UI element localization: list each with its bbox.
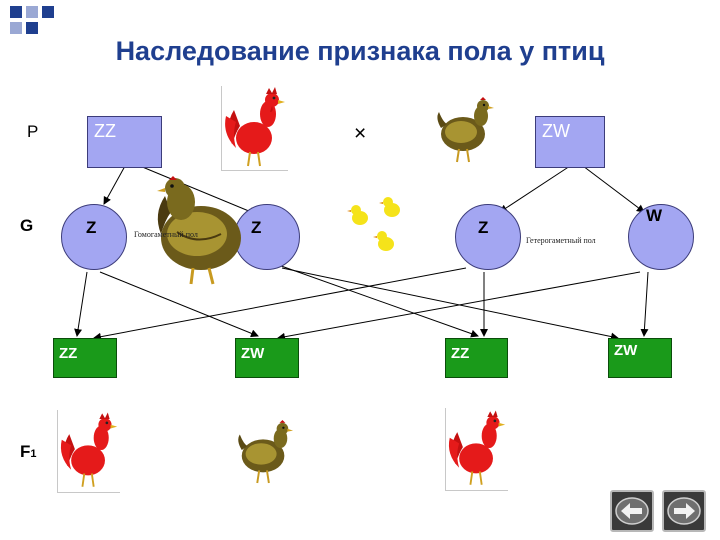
offspring-genotype: ZW (235, 338, 299, 378)
generation-g-label: G (20, 216, 34, 235)
forward-arrow-icon (667, 497, 701, 525)
corner-square (10, 6, 22, 18)
homogametic-note: Гомогаметный пол (134, 230, 198, 239)
heterogametic-note: Гетерогаметный пол (526, 236, 596, 245)
f1-rooster-image (445, 408, 508, 491)
generation-f1-sub: 1 (30, 448, 37, 460)
gamete-label: Z (86, 218, 97, 237)
hen-image (433, 94, 497, 164)
gamete-circle (455, 204, 521, 270)
page-title: Наследование признака пола у птиц (115, 36, 605, 66)
corner-square (26, 6, 38, 18)
rooster-image (221, 86, 288, 171)
large-hen-image (147, 176, 261, 286)
offspring-genotype: ZW (608, 338, 672, 378)
chicks-image (346, 196, 410, 258)
gamete-label: W (646, 206, 663, 225)
rooster-icon (60, 412, 118, 487)
gamete-label: Z (478, 218, 489, 237)
offspring-genotype: ZZ (445, 338, 508, 378)
rooster-icon (225, 87, 285, 167)
back-arrow-icon (615, 497, 649, 525)
corner-square (42, 6, 54, 18)
parent-male-genotype: ZZ (87, 116, 162, 168)
hen-icon (437, 97, 494, 163)
gamete-circle (628, 204, 694, 270)
gamete-circle (234, 204, 300, 270)
rooster-icon (448, 410, 506, 485)
parent-female-genotype: ZW (535, 116, 605, 168)
forward-button[interactable] (662, 490, 706, 532)
gamete-circle (61, 204, 127, 270)
cross-symbol: × (354, 122, 367, 145)
gamete-label: Z (251, 218, 262, 237)
hen-icon (238, 420, 294, 484)
corner-square (10, 22, 22, 34)
f1-rooster-image (57, 410, 120, 493)
offspring-genotype: ZZ (53, 338, 117, 378)
generation-f1-label: F1 (20, 442, 37, 462)
chick-icon (347, 197, 400, 251)
generation-p-label: P (27, 122, 39, 141)
generation-f1-main: F (20, 442, 31, 461)
hen-icon (157, 176, 241, 285)
f1-hen-image (234, 414, 296, 488)
corner-square (26, 22, 38, 34)
back-button[interactable] (610, 490, 654, 532)
